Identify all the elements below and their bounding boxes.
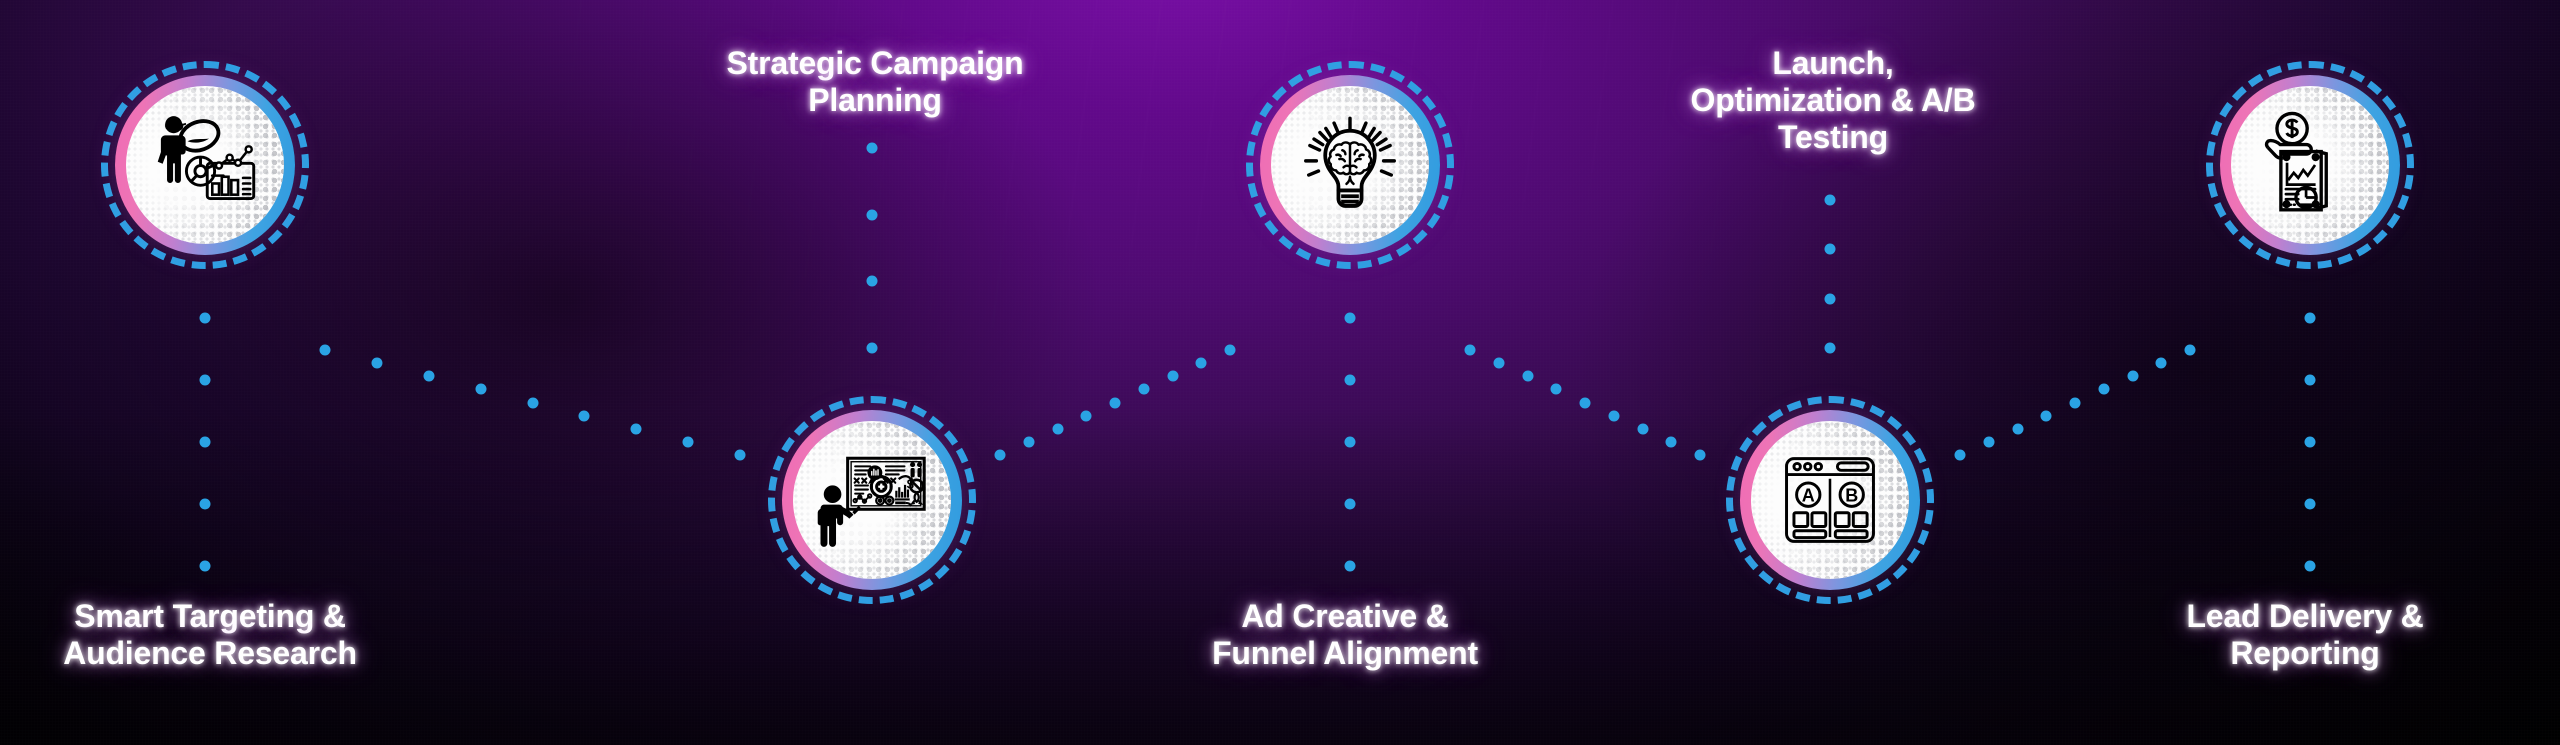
step-node-2[interactable]: $	[768, 396, 976, 604]
connector-dot-vertical	[2304, 560, 2316, 572]
dashed-outer-ring	[2206, 61, 2414, 269]
step-node-5[interactable]	[2206, 61, 2414, 269]
step-label-4: Launch, Optimization & A/B Testing	[1690, 45, 1976, 156]
connector-dot-diagonal	[1167, 370, 1178, 382]
connector-dot-vertical	[866, 275, 878, 287]
connector-dot-diagonal	[1954, 449, 1966, 461]
icon-disc: $	[793, 421, 951, 579]
connector-dot-diagonal	[1493, 357, 1505, 369]
connector-dot-diagonal	[1080, 410, 1092, 422]
connector-dot-diagonal	[1522, 370, 1533, 382]
connector-dot-vertical	[866, 342, 878, 354]
connector-dot-diagonal	[682, 436, 694, 448]
connector-dot-diagonal	[994, 449, 1006, 461]
connector-dot-diagonal	[1464, 344, 1476, 356]
connector-dot-diagonal	[319, 344, 331, 356]
step-node-4[interactable]: A B	[1726, 396, 1934, 604]
connector-dot-diagonal	[1637, 423, 1648, 435]
connector-dot-diagonal	[1579, 397, 1591, 408]
hand-coin-report-chart-icon	[2231, 86, 2389, 244]
step-label-1: Smart Targeting & Audience Research	[63, 598, 357, 672]
ab-test-browser-icon: A B	[1751, 421, 1909, 579]
step-label-5: Lead Delivery & Reporting	[2186, 598, 2424, 672]
connector-dot-vertical	[199, 498, 211, 510]
connector-dot-vertical	[199, 436, 211, 448]
person-magnifier-analytics-icon	[126, 86, 284, 244]
connector-dot-vertical	[1824, 194, 1836, 206]
icon-disc	[1271, 86, 1429, 244]
connector-dot-vertical	[1824, 293, 1836, 305]
connector-dot-vertical	[1344, 312, 1356, 324]
connector-dot-vertical	[1344, 436, 1356, 448]
icon-disc	[2231, 86, 2389, 244]
connector-dot-diagonal	[578, 410, 590, 422]
connector-dot-diagonal	[2098, 383, 2110, 395]
connector-dot-diagonal	[1665, 436, 1677, 448]
connector-dot-diagonal	[1694, 449, 1706, 461]
connector-dot-diagonal	[2184, 344, 2196, 356]
connector-dot-diagonal	[1138, 383, 1150, 395]
svg-text:B: B	[1845, 486, 1858, 506]
connector-dot-vertical	[2304, 374, 2316, 386]
connector-dot-diagonal	[1983, 436, 1995, 448]
connector-dot-diagonal	[1608, 410, 1620, 422]
lightbulb-brain-idea-icon	[1271, 86, 1429, 244]
connector-dot-diagonal	[371, 357, 383, 369]
connector-dot-diagonal	[1550, 383, 1562, 395]
step-node-1[interactable]	[101, 61, 309, 269]
connector-dot-vertical	[1344, 374, 1356, 386]
dashed-outer-ring	[1246, 61, 1454, 269]
connector-dot-diagonal	[1023, 436, 1035, 448]
icon-disc: A B	[1751, 421, 1909, 579]
halftone-fine-texture	[126, 86, 284, 244]
connector-dot-vertical	[2304, 436, 2316, 448]
connector-dot-diagonal	[2127, 370, 2138, 382]
connector-dot-diagonal	[2155, 357, 2167, 369]
connector-dot-diagonal	[1195, 357, 1207, 369]
connector-dot-vertical	[199, 374, 211, 386]
connector-dot-diagonal	[2012, 423, 2023, 435]
connector-dot-vertical	[2304, 312, 2316, 324]
connector-dot-diagonal	[630, 423, 642, 435]
dashed-outer-ring	[768, 396, 976, 604]
connector-dot-vertical	[1344, 498, 1356, 510]
halftone-fine-texture	[2231, 86, 2389, 244]
connector-dot-vertical	[199, 312, 211, 324]
dashed-outer-ring	[1726, 396, 1934, 604]
connector-dot-diagonal	[1224, 344, 1236, 356]
connector-dot-vertical	[866, 209, 878, 221]
connector-dot-vertical	[1824, 342, 1836, 354]
connector-dot-diagonal	[734, 449, 746, 461]
person-presenting-strategy-board-icon: $	[793, 421, 951, 579]
connector-dot-diagonal	[2040, 410, 2052, 422]
step-label-3: Ad Creative & Funnel Alignment	[1212, 598, 1478, 672]
connector-dot-diagonal	[1109, 397, 1121, 408]
step-node-3[interactable]	[1246, 61, 1454, 269]
connector-dot-diagonal	[423, 370, 435, 382]
connector-dot-vertical	[866, 142, 878, 154]
connector-dot-diagonal	[527, 397, 538, 408]
connector-dot-vertical	[1824, 243, 1836, 255]
connector-dot-diagonal	[1052, 423, 1063, 435]
connector-dot-vertical	[1344, 560, 1356, 572]
connector-dot-vertical	[2304, 498, 2316, 510]
svg-text:A: A	[1802, 486, 1815, 506]
connector-dot-diagonal	[2069, 397, 2081, 408]
icon-disc	[126, 86, 284, 244]
connector-dot-diagonal	[475, 383, 487, 395]
step-label-2: Strategic Campaign Planning	[726, 45, 1024, 119]
connector-dot-vertical	[199, 560, 211, 572]
dashed-outer-ring	[101, 61, 309, 269]
